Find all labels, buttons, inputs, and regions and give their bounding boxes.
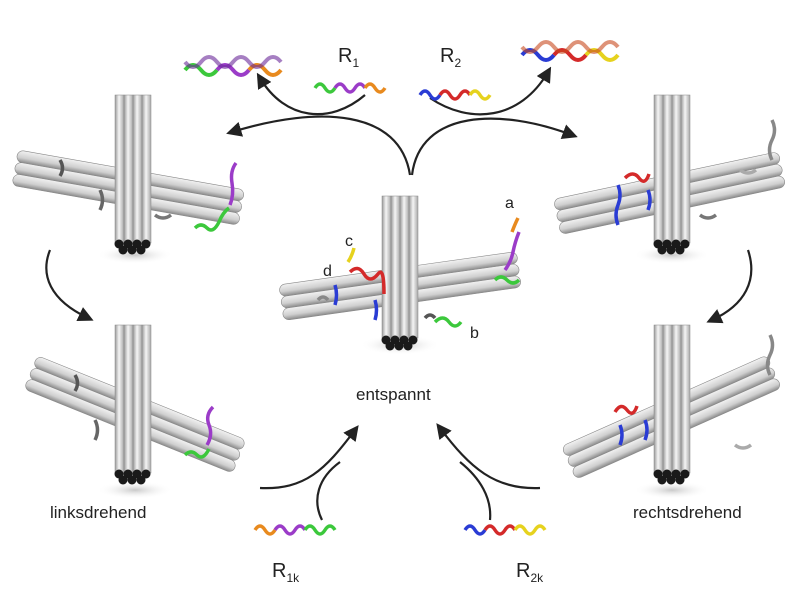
strand-r2k [463, 524, 547, 536]
strand-r1k [253, 524, 337, 536]
arrow-r1k-join [316, 461, 341, 521]
arrow-r2k-join [459, 461, 492, 521]
origami-top-left [12, 94, 244, 264]
state-label-right: rechtsdrehend [633, 503, 742, 522]
arrow-center-to-right [410, 117, 578, 176]
strand-r1 [313, 82, 387, 94]
arrow-right-top-to-bottom [706, 249, 753, 324]
state-label-center: entspannt [356, 385, 431, 404]
vertical-bundle [381, 195, 419, 351]
arrow-r1-release [256, 72, 366, 116]
state-label-left: linksdrehend [50, 503, 147, 522]
origami-bottom-left [25, 324, 245, 499]
strand-label-c: c [345, 233, 353, 250]
arrow-right-bottom-to-center [436, 423, 541, 490]
arrow-center-to-left [226, 115, 412, 176]
origami-center [279, 195, 521, 355]
cycle-arrows [45, 66, 753, 521]
reagent-label-r1: R1 [338, 45, 360, 70]
released-helix-r2 [520, 40, 620, 62]
released-helix-r1 [183, 55, 283, 77]
origami-top-right [554, 94, 785, 264]
arrow-r2-release [429, 66, 552, 116]
strand-label-b: b [470, 325, 479, 342]
reagent-label-r2: R2 [440, 45, 462, 70]
arrow-left-bottom-to-center [259, 425, 359, 490]
strand-r2 [418, 89, 492, 101]
reagent-label-r1k: R1k [272, 560, 300, 585]
origami-bottom-right [562, 324, 780, 499]
strand-label-a: a [505, 195, 514, 212]
reagent-label-r2k: R2k [516, 560, 544, 585]
strand-label-d: d [323, 263, 332, 280]
arrow-left-top-to-bottom [45, 249, 94, 321]
